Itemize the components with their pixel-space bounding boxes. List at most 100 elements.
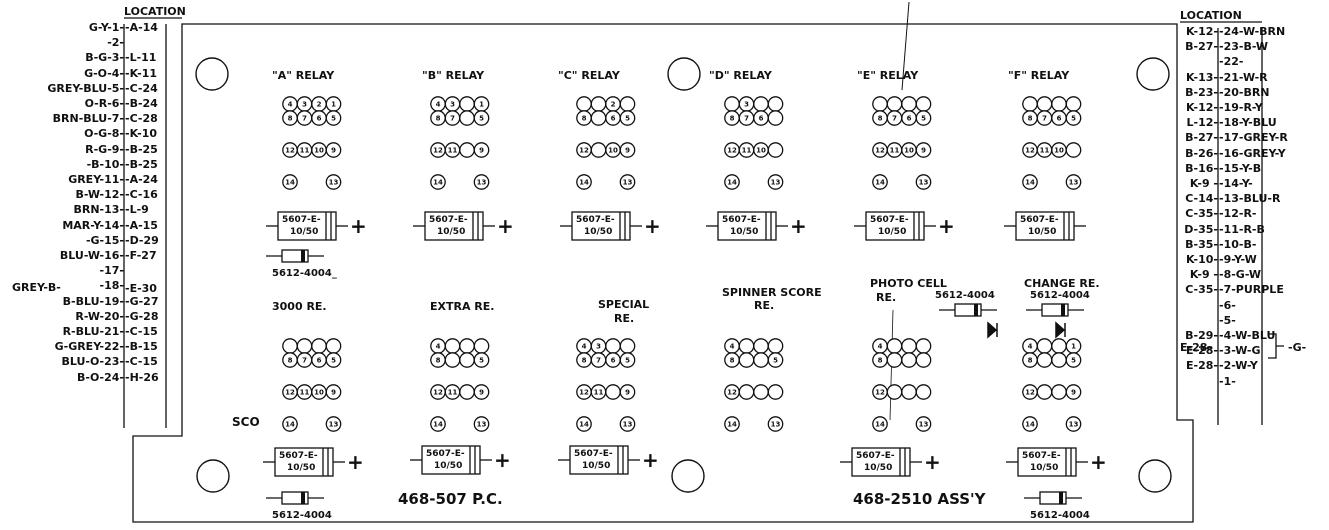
relay-pin bbox=[767, 96, 784, 112]
relay-pin-number: 8 bbox=[288, 115, 293, 123]
left-location-code: -G-27 bbox=[125, 294, 159, 308]
capacitor-label: 5607-E- bbox=[722, 215, 761, 225]
polarity-plus: + bbox=[924, 450, 941, 474]
relay-pin bbox=[1022, 96, 1038, 112]
relay-pin bbox=[619, 384, 636, 400]
relay-pin bbox=[767, 416, 784, 432]
relay-pin-number: 14 bbox=[433, 179, 443, 187]
right-wire-label: -6- bbox=[1219, 298, 1236, 312]
capacitor-label: 10/50 bbox=[584, 227, 613, 237]
relay-pin-number: 1 bbox=[479, 101, 484, 109]
left-wire-label: O-G-8- bbox=[84, 127, 124, 141]
relay-pin bbox=[724, 416, 740, 432]
relay-pin-number: 5 bbox=[331, 115, 336, 123]
relay-pin bbox=[753, 338, 769, 354]
relay-pin bbox=[619, 352, 636, 368]
right-location-code: L-12- bbox=[1186, 116, 1218, 130]
capacitor bbox=[1006, 447, 1088, 477]
relay-pin bbox=[901, 338, 917, 354]
relay-title-spinner-2: RE. bbox=[754, 299, 775, 312]
right-wire-label: -8-G-W bbox=[1219, 268, 1262, 282]
relay-pin-number: 8 bbox=[1028, 357, 1033, 365]
relay-pin bbox=[738, 352, 755, 368]
relay-pin-number: 10 bbox=[904, 147, 914, 155]
capacitor-label: 5607-E- bbox=[1022, 451, 1061, 461]
right-wire-label: -16-GREY-Y bbox=[1219, 146, 1286, 160]
relay-pin bbox=[590, 142, 607, 158]
right-wire-label: -15-Y-B bbox=[1219, 161, 1262, 175]
capacitor-label: 10/50 bbox=[582, 461, 611, 471]
capacitor-label: 10/50 bbox=[437, 227, 466, 237]
relay-pin bbox=[901, 352, 917, 368]
capacitor bbox=[840, 447, 922, 477]
relay-pin-number: 14 bbox=[875, 421, 885, 429]
relay-pin bbox=[901, 384, 917, 400]
relay-pin-number: 9 bbox=[479, 389, 484, 397]
relay-pin bbox=[473, 142, 490, 158]
relay-pin-number: 7 bbox=[450, 115, 455, 123]
capacitor-label: 10/50 bbox=[290, 227, 319, 237]
relay-pin-number: 12 bbox=[1025, 147, 1035, 155]
relay-pin bbox=[459, 142, 475, 158]
left-location-code: -D-29 bbox=[125, 233, 159, 247]
left-wire-label: BLU-W-16- bbox=[59, 249, 124, 262]
relay-pin bbox=[576, 96, 592, 112]
capacitor-label: 5607-E- bbox=[574, 449, 613, 459]
relay-pin-number: 4 bbox=[730, 343, 735, 351]
diode bbox=[266, 249, 324, 263]
relay-pin-number: 5 bbox=[1071, 115, 1076, 123]
right-wire-label: -10-B- bbox=[1219, 237, 1257, 251]
left-location-code: -E-30 bbox=[125, 282, 157, 295]
left-location-code: -G-28 bbox=[125, 309, 159, 323]
relay-pin bbox=[872, 96, 888, 112]
right-wire-label: -11-R-B bbox=[1219, 222, 1265, 236]
relay-title-photocell-2: RE. bbox=[876, 291, 897, 304]
relay-pin-number: 14 bbox=[285, 179, 295, 187]
pc-number: 468-507 P.C. bbox=[398, 490, 503, 508]
relay-pin bbox=[886, 338, 903, 354]
relay-pin-number: 7 bbox=[744, 115, 749, 123]
relay-pin bbox=[1022, 174, 1038, 190]
relay-pin bbox=[724, 174, 740, 190]
right-location-code: B-27- bbox=[1185, 40, 1218, 54]
relay-pin bbox=[1051, 352, 1067, 368]
relay-pin bbox=[430, 174, 446, 190]
relay-pin-number: 13 bbox=[919, 421, 929, 429]
relay-pin bbox=[901, 96, 917, 112]
relay-pin-number: 12 bbox=[579, 147, 589, 155]
capacitor bbox=[706, 211, 788, 241]
mounting-hole bbox=[195, 57, 229, 91]
relay-pin bbox=[886, 384, 903, 400]
relay-pin bbox=[915, 338, 932, 354]
relay-pin bbox=[282, 338, 298, 354]
relay-pin-number: 8 bbox=[436, 115, 441, 123]
left-wire-label: GREY-B- bbox=[12, 281, 61, 294]
relay-pin bbox=[767, 338, 784, 354]
right-wire-label: -24-W-BRN bbox=[1219, 25, 1286, 38]
relay-pin bbox=[1022, 416, 1038, 432]
right-wire-label: -17-GREY-R bbox=[1219, 131, 1288, 145]
relay-pin bbox=[296, 338, 313, 354]
relay-pin bbox=[1065, 142, 1082, 158]
relay-title-3000: 3000 RE. bbox=[272, 300, 327, 313]
relay-pin-number: 6 bbox=[907, 115, 912, 123]
right-location-code: B-23- bbox=[1185, 85, 1218, 99]
right-wire-label: -5- bbox=[1219, 313, 1236, 327]
left-wire-label: B-G-3- bbox=[85, 51, 124, 65]
relay-pin-number: 2 bbox=[317, 101, 322, 109]
relay-pin-number: 14 bbox=[727, 421, 737, 429]
right-location-code: K-10- bbox=[1185, 253, 1218, 266]
relay-title-photocell: PHOTO CELL bbox=[870, 277, 947, 290]
right-location-code: B-29- bbox=[1185, 329, 1218, 342]
capacitor-label: 10/50 bbox=[1030, 463, 1059, 473]
capacitor-label: 10/50 bbox=[878, 227, 907, 237]
relay-pin-number: 11 bbox=[1040, 147, 1050, 155]
polarity-plus: + bbox=[497, 214, 514, 238]
